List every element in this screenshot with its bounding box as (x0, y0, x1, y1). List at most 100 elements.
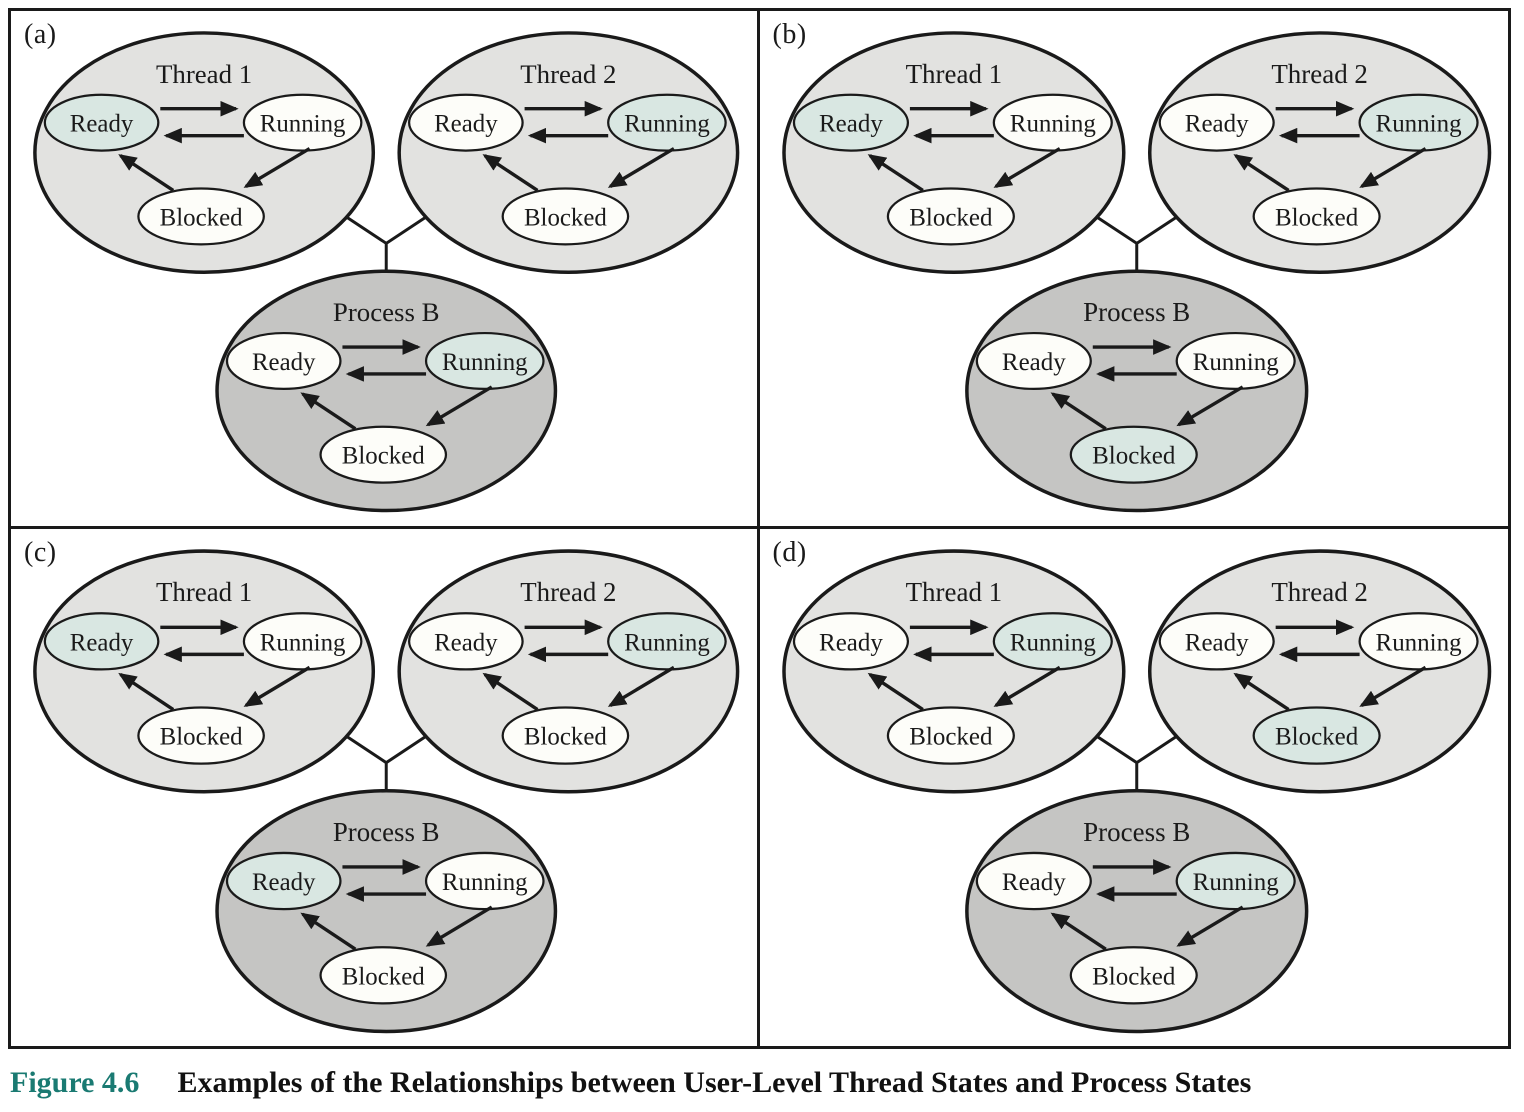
panel-d-processB-state-running-label: Running (1192, 869, 1279, 896)
panel-a-thread1-state-ready-highlighted (43, 93, 160, 152)
panel-a-thread2-state-blocked (501, 187, 630, 246)
panel-c-processB-state-ready-label: Ready (252, 868, 316, 895)
panel-d-thread1-state-ready (792, 611, 909, 671)
panel-a-thread1-arrow-running-blocked (243, 147, 311, 188)
panel-d-processB-state-ready-label: Ready (1001, 869, 1065, 896)
panel-a-thread1-state-running-label: Running (260, 111, 346, 138)
panel-d-thread2-state-blocked-label: Blocked (1275, 723, 1359, 750)
panel-d-thread1-title: Thread 1 (905, 577, 1002, 607)
panel-c-thread1-arrow-blocked-ready (118, 672, 175, 711)
panel-b-processB-ellipse (964, 269, 1308, 513)
panel-a-thread2-state-running-highlighted (607, 93, 727, 152)
panel-b-processB-title: Process B (1083, 297, 1190, 327)
panel-d-thread1-arrow-blocked-ready (867, 672, 924, 711)
panel-a-processB-state-blocked-label: Blocked (342, 443, 425, 470)
panel-b-processB-state-blocked-label: Blocked (1092, 443, 1176, 470)
panel-b-thread2-state-running-label: Running (1375, 111, 1461, 138)
panel-c-processB-arrow-running-blocked (425, 905, 493, 947)
panel-a-thread1-state-blocked-label: Blocked (160, 204, 243, 231)
panel-b-label: (b) (772, 19, 807, 50)
panel-b-thread1-title: Thread 1 (905, 59, 1002, 89)
panel-d-label: (d) (772, 536, 807, 568)
panel-a-processB-state-running-label: Running (442, 349, 528, 376)
panel-d-thread2-state-ready (1158, 611, 1275, 671)
panel-c-thread1-state-ready-label: Ready (70, 629, 134, 656)
figure-caption-title: Examples of the Relationships between Us… (177, 1066, 1252, 1099)
panel-a-thread2-state-ready-label: Ready (434, 111, 498, 138)
panel-d-processB-ellipse (964, 788, 1308, 1033)
panel-d-thread1-arrow-running-blocked (993, 665, 1061, 707)
panel-d-thread2-ellipse (1147, 548, 1491, 794)
panel-b-thread2-state-running-highlighted (1357, 93, 1479, 152)
panel-d-processB-state-blocked-label: Blocked (1092, 963, 1176, 990)
panel-b-connector (1091, 213, 1182, 272)
panel-c-thread1-arrow-running-blocked (243, 665, 311, 707)
panel-c-thread1-state-running (242, 611, 363, 671)
panel-b-thread1-state-running (992, 93, 1113, 152)
panel-c-thread1-title: Thread 1 (156, 577, 252, 607)
panel-a-thread2-arrow-running-blocked (607, 147, 675, 188)
panel-b-thread1-state-running-label: Running (1009, 111, 1095, 138)
panel-a-thread1-arrow-blocked-ready (118, 154, 175, 192)
panel-d-processB-title: Process B (1083, 816, 1190, 846)
panel-b-thread2-arrow-running-blocked (1358, 147, 1426, 188)
panel-b-thread1-state-blocked-label: Blocked (909, 204, 993, 231)
panel-d-processB-arrow-blocked-ready (1050, 912, 1107, 951)
panel-a-thread1-ellipse (33, 31, 376, 274)
panel-a-thread2-state-blocked-label: Blocked (524, 204, 607, 231)
panel-d-thread1-state-blocked-label: Blocked (909, 723, 993, 750)
panel-a-processB-ellipse (215, 269, 558, 513)
panel-d-thread2-title: Thread 2 (1271, 577, 1368, 607)
panel-d-thread2-state-ready-label: Ready (1184, 629, 1248, 656)
panel-b-thread1-state-blocked (886, 187, 1015, 246)
panel-a-processB-state-ready-label: Ready (252, 349, 316, 376)
panel-b-thread2-ellipse (1147, 31, 1491, 274)
panel-d-thread2-arrow-blocked-ready (1232, 672, 1290, 711)
panel-a-thread2-title: Thread 2 (520, 59, 616, 89)
panel-d-processB-state-ready (975, 851, 1092, 910)
panel-c-processB-ellipse (215, 788, 558, 1033)
panel-b-thread1-arrow-blocked-ready (867, 154, 924, 192)
panel-c-thread2-state-blocked (501, 705, 630, 765)
panel-a-processB-arrow-running-blocked (425, 385, 493, 427)
panel-b-processB-state-ready-label: Ready (1001, 349, 1065, 376)
panel-d-thread1-ellipse (781, 548, 1126, 794)
panel-c-thread2-state-running-highlighted (607, 611, 727, 671)
panel-b-thread2-state-ready (1158, 93, 1275, 152)
panel-c-thread1-state-running-label: Running (260, 629, 346, 656)
panel-c-thread2-state-ready (408, 611, 524, 671)
panel-a-thread1-state-running (242, 93, 363, 152)
panel-a-thread2-arrow-blocked-ready (482, 154, 539, 192)
panel-b-processB-state-blocked-highlighted (1069, 425, 1198, 484)
panel-b-processB-arrow-running-blocked (1175, 385, 1244, 427)
panel-c-thread1-ellipse (33, 548, 376, 794)
panel-b-thread1-ellipse (781, 31, 1126, 274)
panel-b-thread2-state-blocked-label: Blocked (1275, 204, 1359, 231)
panel-d-thread2-state-blocked-highlighted (1252, 705, 1381, 765)
panel-c-thread2-title: Thread 2 (520, 577, 616, 607)
panel-b-thread1-state-ready-highlighted (792, 93, 909, 152)
panel-b-thread2-state-blocked (1252, 187, 1381, 246)
panel-c-processB-state-blocked (319, 945, 448, 1005)
panel-a-processB-state-blocked (319, 425, 448, 484)
panel-a-processB-title: Process B (333, 297, 440, 327)
panel-a-thread1-state-ready-label: Ready (70, 111, 134, 138)
panel-a-thread2-state-ready (408, 93, 524, 152)
panel-d-thread1-state-running-label: Running (1009, 629, 1096, 656)
panel-a-processB-state-ready (225, 331, 342, 391)
panel-b-thread2-arrow-blocked-ready (1232, 154, 1290, 192)
panel-a-connector (341, 213, 431, 272)
panel-b-processB-state-running-label: Running (1192, 349, 1278, 376)
panel-a-thread1-title: Thread 1 (156, 59, 252, 89)
panel-c-processB-title: Process B (333, 816, 440, 846)
panel-a-thread1-state-blocked (137, 187, 265, 246)
